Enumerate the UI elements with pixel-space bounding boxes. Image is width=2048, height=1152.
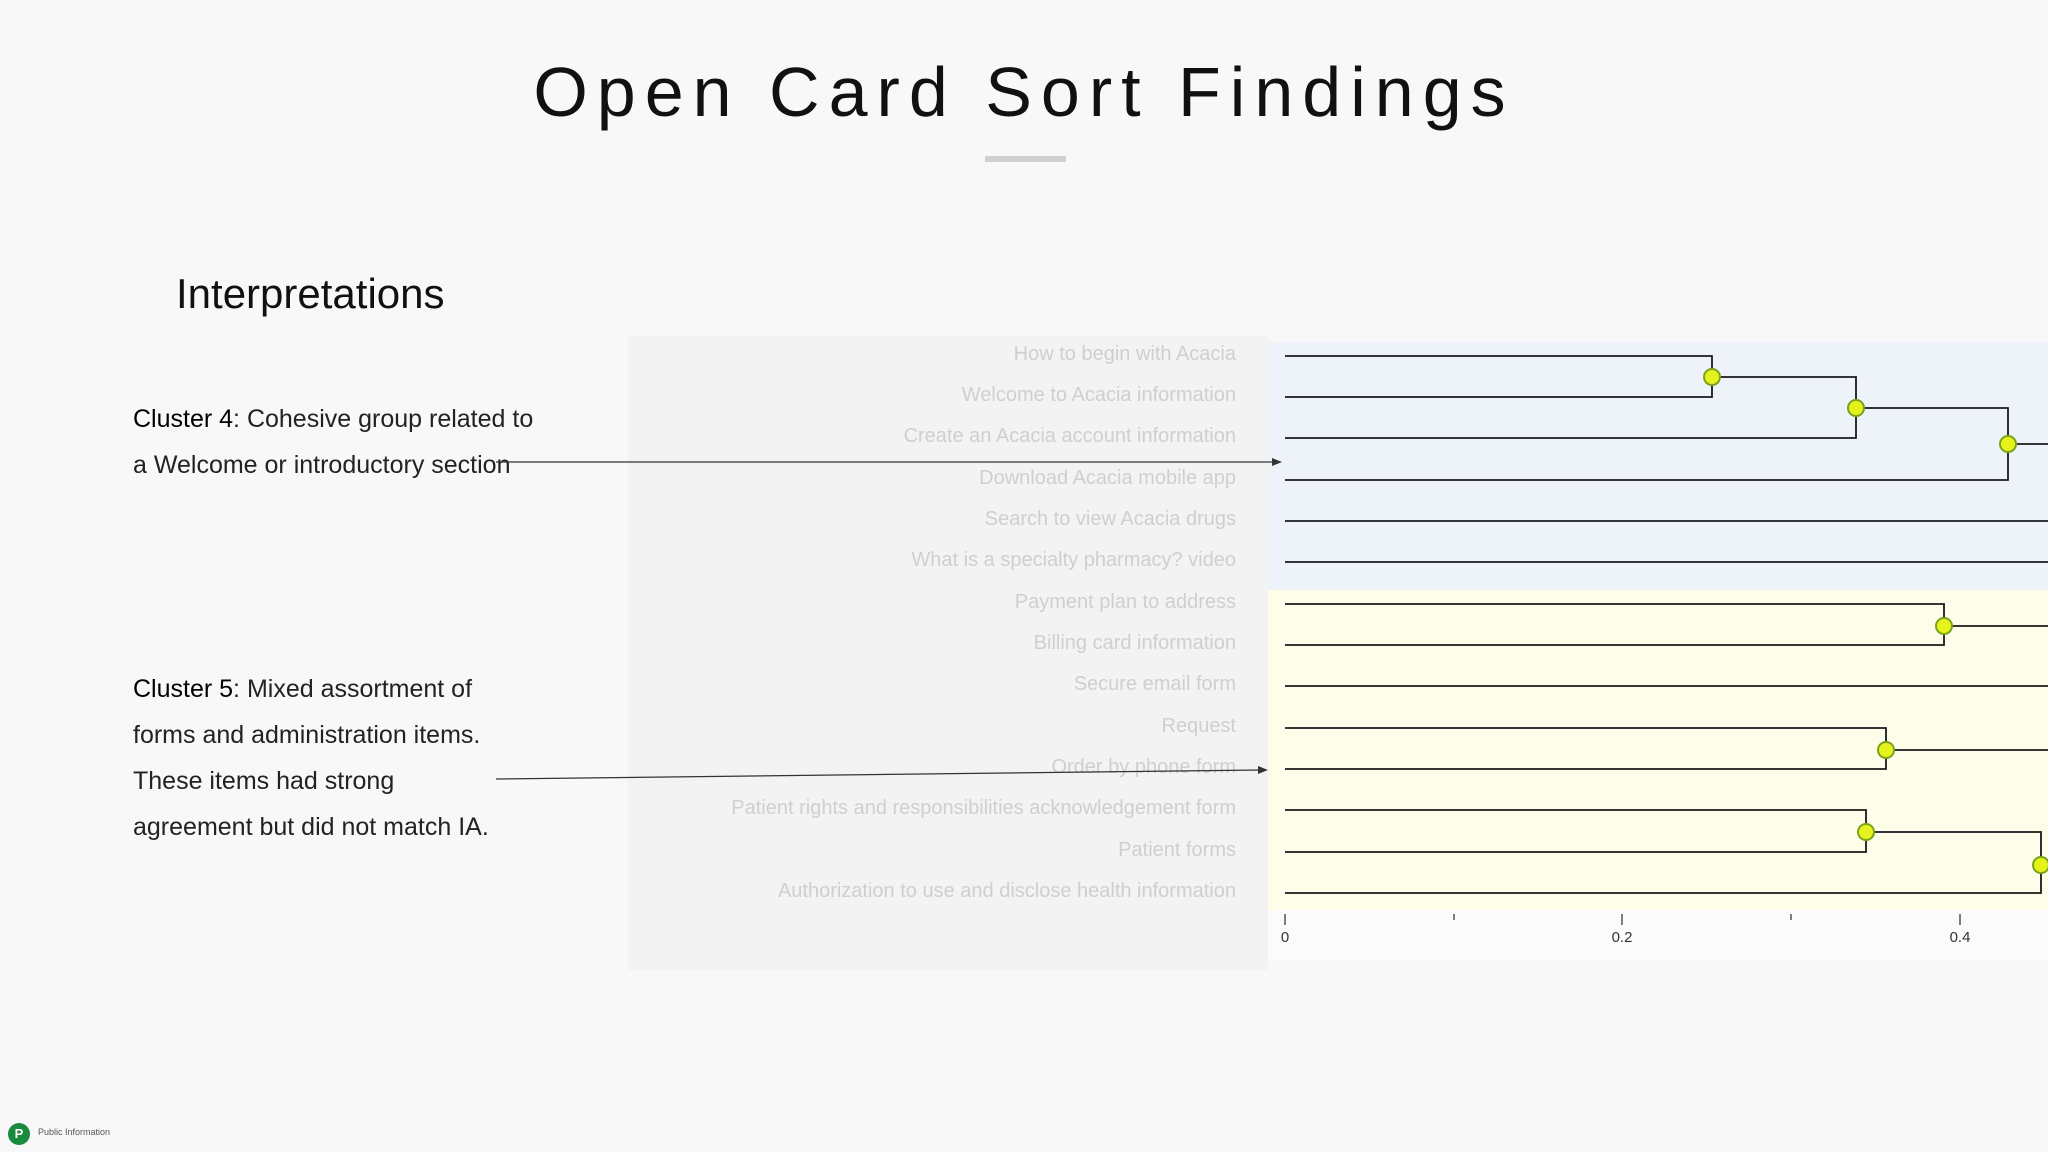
cluster-4-label: Cluster 4 <box>133 405 234 433</box>
merge-node <box>1877 741 1895 759</box>
merge-node <box>1857 823 1875 841</box>
dendrogram-item-label: Billing card information <box>1033 632 1236 654</box>
dendrogram-item-label: Authorization to use and disclose health… <box>777 880 1236 902</box>
dendrogram-nodes <box>1703 368 2048 874</box>
cluster-5-arrow-line <box>495 769 1263 780</box>
dendrogram-item-label: Request <box>1161 715 1237 737</box>
dendrogram-item-label: How to begin with Acacia <box>1013 343 1236 365</box>
callout-arrows <box>495 458 1282 780</box>
cluster-5-label: Cluster 5 <box>133 675 234 703</box>
dendrogram-item-label: Patient forms <box>1118 839 1236 861</box>
dendrogram-item-label: Welcome to Acacia information <box>961 384 1236 406</box>
branch <box>1285 809 1867 853</box>
branch <box>1285 407 2009 481</box>
axis-tick-label: 0 <box>1281 929 1289 946</box>
dendrogram-item-label: What is a specialty pharmacy? video <box>911 549 1236 571</box>
cluster-4-description: Cluster 4: Cohesive group related to a W… <box>133 396 553 488</box>
axis-tick-label: 0.4 <box>1950 929 1971 946</box>
cluster-5-body: : Mixed assortment of forms and administ… <box>133 675 489 841</box>
cluster-4-band <box>1268 342 2048 590</box>
dendrogram-item-label: Create an Acacia account information <box>903 425 1236 447</box>
cluster-4-arrowhead <box>1272 458 1282 466</box>
section-heading: Interpretations <box>176 270 445 317</box>
branch <box>1285 603 1945 646</box>
footer-classification: Public Information <box>38 1127 111 1137</box>
merge-node <box>2032 856 2048 874</box>
merge-node <box>1935 617 1953 635</box>
dendrogram-item-label: Patient rights and responsibilities ackn… <box>731 797 1236 819</box>
page-title: Open Card Sort Findings <box>533 53 1515 131</box>
title-underline <box>985 156 1066 162</box>
cluster-5-arrowhead <box>1258 766 1268 774</box>
dendrogram-item-label: Payment plan to address <box>1014 591 1236 613</box>
merge-node <box>1703 368 1721 386</box>
branch <box>1285 376 1857 439</box>
axis-background <box>1268 910 2048 960</box>
branch <box>1285 831 2042 894</box>
dendrogram-item-label: Secure email form <box>1073 673 1236 695</box>
merge-node <box>1847 399 1865 417</box>
dendrogram-item-label: Search to view Acacia drugs <box>984 508 1236 530</box>
dendrogram-label-panel <box>628 336 1268 970</box>
branch <box>1285 355 1713 398</box>
dendrogram-axis: 0 0.2 0.4 <box>1281 914 1971 946</box>
branch <box>1285 727 1887 770</box>
cluster-5-description: Cluster 5: Mixed assortment of forms and… <box>133 666 513 850</box>
cluster-4-body: : Cohesive group related to a Welcome or… <box>133 405 534 479</box>
dendrogram-item-label: Download Acacia mobile app <box>979 467 1236 489</box>
merge-node <box>1999 435 2017 453</box>
axis-tick-label: 0.2 <box>1612 929 1633 946</box>
dendrogram-branches <box>1285 355 2048 894</box>
brand-logo-icon: P <box>8 1123 30 1145</box>
